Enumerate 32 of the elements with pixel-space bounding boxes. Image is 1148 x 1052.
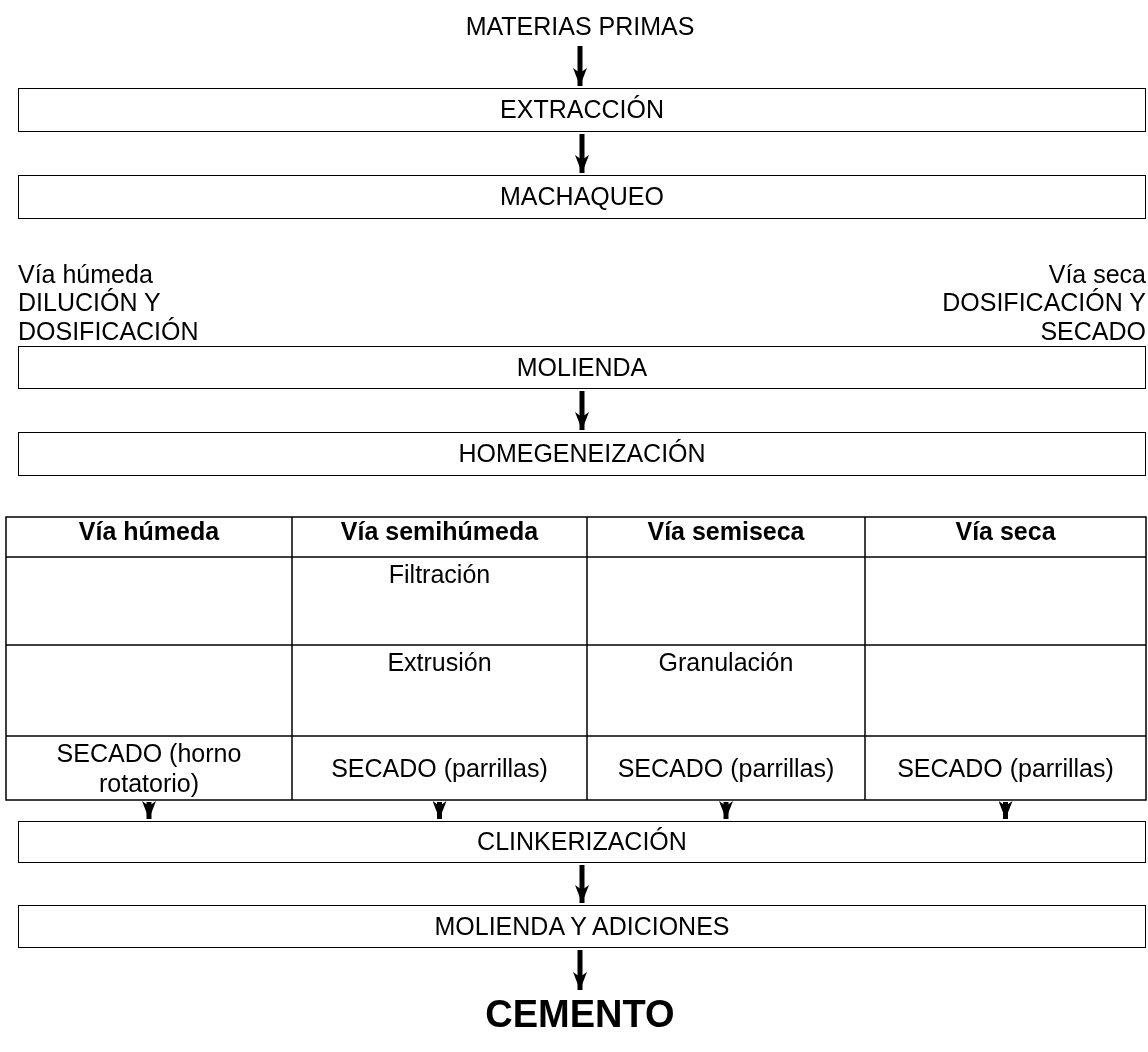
arrow xyxy=(432,801,447,819)
table-cell-step: SECADO (parrillas) xyxy=(292,736,587,800)
process-box: CLINKERIZACIÓN xyxy=(18,821,1146,863)
table-cell-step: SECADO (horno rotatorio) xyxy=(6,736,292,800)
arrow xyxy=(573,46,587,86)
label-text: Vía húmeda xyxy=(77,517,221,546)
label-text: DILUCIÓN Y DOSIFICACIÓN xyxy=(18,288,200,346)
label-text: Vía semihúmeda xyxy=(339,517,540,546)
process-box: EXTRACCIÓN xyxy=(18,88,1146,132)
step-label: MATERIAS PRIMAS xyxy=(430,10,730,44)
label-text: Vía semiseca xyxy=(646,517,806,546)
arrow xyxy=(575,865,589,903)
arrow xyxy=(575,391,589,430)
arrow xyxy=(142,801,156,819)
table-cell-step: SECADO (parrillas) xyxy=(865,736,1146,800)
label-text: Filtración xyxy=(387,560,492,589)
table-cell-step: SECADO (parrillas) xyxy=(587,736,865,800)
process-box: MOLIENDA xyxy=(18,346,1146,389)
label-text: Vía húmeda xyxy=(18,260,154,288)
process-box: MOLIENDA Y ADICIONES xyxy=(18,905,1146,948)
label-text: Vía seca xyxy=(1047,260,1146,288)
arrow xyxy=(719,801,733,819)
label-text: DOSIFICACIÓN Y SECADO xyxy=(941,288,1146,346)
arrow xyxy=(573,950,587,990)
step-label: CEMENTO xyxy=(430,992,730,1036)
label-text: Granulación xyxy=(657,648,795,677)
label-text: Extrusión xyxy=(386,648,493,677)
process-box: HOMEGENEIZACIÓN xyxy=(18,432,1146,476)
process-box: MACHAQUEO xyxy=(18,175,1146,219)
arrow xyxy=(998,801,1013,819)
label-text: Vía seca xyxy=(954,517,1057,546)
arrow xyxy=(575,134,589,173)
